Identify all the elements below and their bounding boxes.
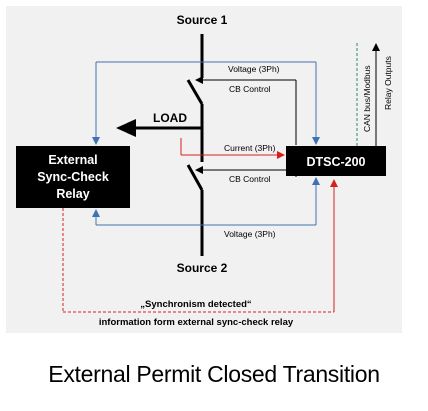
cb-control-wire-bottom — [195, 166, 297, 177]
voltage-wire-bottom — [92, 177, 320, 226]
can-bus-label: CAN bus/Modbus — [362, 65, 372, 132]
relay-label-line1: External — [48, 153, 97, 167]
load-label: LOAD — [153, 111, 187, 125]
main-bus — [186, 34, 204, 256]
cb-control-top-label: CB Control — [229, 84, 271, 94]
source-1-label: Source 1 — [177, 13, 228, 27]
voltage-bottom-label: Voltage (3Ph) — [224, 229, 276, 239]
voltage-wire-top — [92, 61, 320, 145]
relay-label-line3: Relay — [56, 187, 89, 201]
cb-control-bottom-label: CB Control — [229, 174, 271, 184]
external-sync-check-relay-block — [16, 146, 130, 208]
dtsc-200-label: DTSC-200 — [306, 155, 365, 169]
relay-label-line2: Sync-Check — [37, 170, 109, 184]
voltage-top-label: Voltage (3Ph) — [228, 64, 280, 74]
load-arrow — [116, 119, 202, 137]
caption-title: External Permit Closed Transition — [48, 361, 380, 387]
relay-outputs-label: Relay Outputs — [383, 56, 393, 110]
sync-info-label: information form external sync-check rel… — [99, 317, 294, 328]
dtsc-200-block — [286, 146, 386, 176]
source-2-label: Source 2 — [177, 261, 228, 275]
sync-detected-wire — [62, 179, 338, 313]
current-wire — [180, 138, 285, 159]
sync-detected-label: „Synchronism detected“ — [140, 299, 252, 310]
cb-control-wire-top — [195, 76, 297, 145]
current-label: Current (3Ph) — [224, 143, 276, 153]
